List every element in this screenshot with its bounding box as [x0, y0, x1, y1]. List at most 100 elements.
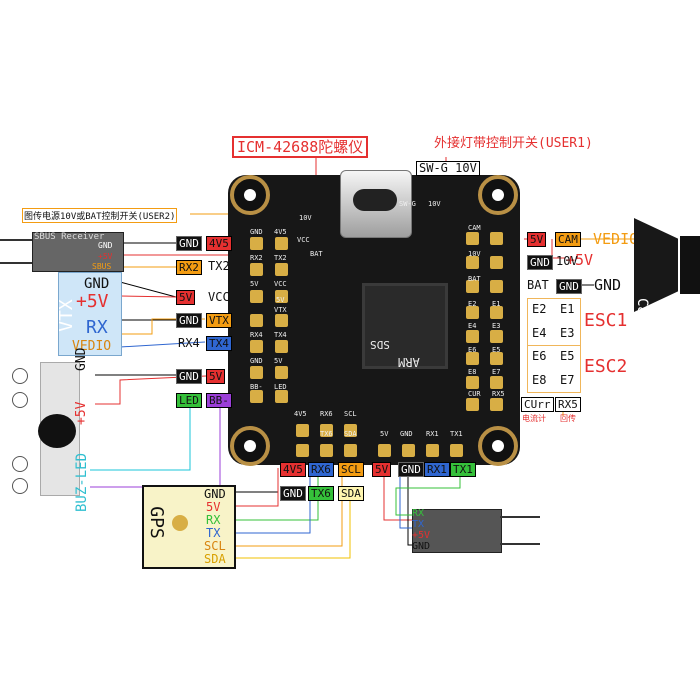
- pad: [275, 290, 288, 303]
- buzzer-pin-5v: +5V: [74, 401, 89, 425]
- silk-top-swg: SW-G: [399, 200, 416, 208]
- camera-label: Camere: [634, 298, 650, 349]
- pad: [426, 444, 439, 457]
- silk-bottom-rx6: RX6: [320, 410, 333, 418]
- silk-right-10v: 10V: [468, 250, 481, 258]
- silk-bottom-rx1: RX1: [426, 430, 439, 438]
- pad: [466, 398, 479, 411]
- rx1-label: RX1: [424, 462, 450, 477]
- vtx-title: VTX: [55, 299, 77, 332]
- pad: [344, 424, 357, 437]
- user1-label: 外接灯带控制开关(USER1): [434, 136, 593, 151]
- gnd-label-bottom: GND: [280, 486, 306, 501]
- gnd-label-bat-text: GND: [594, 276, 622, 294]
- silk-right-rx5: RX5: [492, 390, 505, 398]
- tx4-label: TX4: [206, 336, 232, 351]
- pad: [275, 314, 288, 327]
- vtx-label: VTX: [206, 313, 232, 328]
- bat-label: BAT: [527, 278, 549, 292]
- cur-caption: 电流计: [522, 414, 546, 423]
- cam-label: CAM: [555, 232, 581, 247]
- gps-pin-5v: 5V: [206, 500, 221, 514]
- mount-hole-tr: [478, 175, 518, 215]
- pad: [250, 290, 263, 303]
- vtx-module: [58, 272, 122, 356]
- receiver-module: [412, 509, 502, 553]
- vtx-pin-vedio: VEDIO: [72, 339, 112, 354]
- mount-hole-bl: [230, 426, 270, 466]
- pad: [275, 340, 288, 353]
- buzzer-icon: [38, 414, 76, 448]
- pad: [490, 256, 503, 269]
- esc1-label: ESC1: [584, 310, 628, 331]
- gps-antenna-icon: [172, 515, 188, 531]
- silk-bottom-scl: SCL: [344, 410, 357, 418]
- silk-right-e8: E8: [468, 368, 477, 376]
- pad: [344, 444, 357, 457]
- pad: [466, 330, 479, 343]
- vtx-pin-5v: +5V: [76, 291, 109, 312]
- cam-5v-label: +5V: [566, 251, 594, 269]
- pad: [466, 352, 479, 365]
- 10v-label-right: 10V: [556, 254, 578, 268]
- silk-left-led: LED: [274, 383, 287, 391]
- silk-bottom-gnd: GND: [400, 430, 413, 438]
- silk-right-e2: E2: [468, 300, 477, 308]
- esc2-box: [527, 345, 581, 393]
- silk-left-vtx: VTX: [274, 306, 287, 314]
- silk-switch-10v: 10V: [299, 214, 312, 222]
- 5v-label-cam: 5V: [527, 232, 547, 247]
- gps-pin-rx: RX: [206, 513, 221, 527]
- 5v-label-1: 5V: [176, 290, 196, 305]
- silk-bottom-5v: 5V: [380, 430, 389, 438]
- mcu-chip: [362, 283, 448, 369]
- rx4-label: RX4: [178, 336, 200, 350]
- receiver-antenna: [500, 543, 540, 545]
- user2-label: 图传电源10V或BAT控制开关(USER2): [22, 208, 178, 223]
- sbus-pin-5v: +5V: [98, 252, 113, 261]
- silk-left-4v5: 4V5: [274, 228, 287, 236]
- esc1-pin-e1: E1: [560, 302, 575, 316]
- pad: [466, 256, 479, 269]
- silk-left-gnd2: GND: [250, 357, 263, 365]
- silk-right-cur: CUR: [468, 390, 481, 398]
- sbus-title: SBUS Receiver: [34, 232, 105, 242]
- silk-switch-vcc: VCC: [297, 236, 310, 244]
- cur-label: CUrr: [521, 397, 554, 412]
- mount-hole-tl: [230, 175, 270, 215]
- rx-pin-tx: TX: [412, 519, 425, 530]
- usb-c-port: [340, 170, 412, 238]
- icm-gyro-label: ICM-42688陀螺仪: [232, 136, 369, 158]
- gps-pin-sda: SDA: [204, 552, 226, 566]
- hole: [12, 456, 28, 472]
- silk-right-e5: E5: [492, 346, 501, 354]
- 4v5-label-bottom: 4V5: [280, 462, 306, 477]
- esc1-pin-e3: E3: [560, 326, 575, 340]
- bb-label: BB-: [206, 393, 232, 408]
- buzzer-title: BUZ-LED: [74, 452, 90, 512]
- pad: [490, 280, 503, 293]
- gnd-label-right: GND: [527, 255, 553, 270]
- gnd-label-bat: GND: [556, 279, 582, 294]
- sbus-pin-sbus: SBUS: [92, 262, 112, 271]
- pad: [250, 390, 263, 403]
- esc2-pin-e5: E5: [560, 349, 575, 363]
- silk-right-e1: E1: [492, 300, 501, 308]
- pad: [466, 232, 479, 245]
- silk-top-10v: 10V: [428, 200, 441, 208]
- pad: [275, 366, 288, 379]
- silk-switch-5v: 5V: [276, 296, 285, 304]
- silk-bottom-4v5: 4V5: [294, 410, 307, 418]
- pad: [250, 340, 263, 353]
- swg-label: SW-G 10V: [416, 161, 480, 176]
- pad: [250, 237, 263, 250]
- vtx-pin-gnd: GND: [84, 276, 110, 292]
- silk-left-vcc: VCC: [274, 280, 287, 288]
- silk-right-cam: CAM: [468, 224, 481, 232]
- pad: [296, 424, 309, 437]
- gnd-label-3: GND: [176, 369, 202, 384]
- pad: [250, 366, 263, 379]
- esc2-pin-e6: E6: [532, 349, 547, 363]
- silk-left-bb: BB-: [250, 383, 263, 391]
- silk-left-tx4: TX4: [274, 331, 287, 339]
